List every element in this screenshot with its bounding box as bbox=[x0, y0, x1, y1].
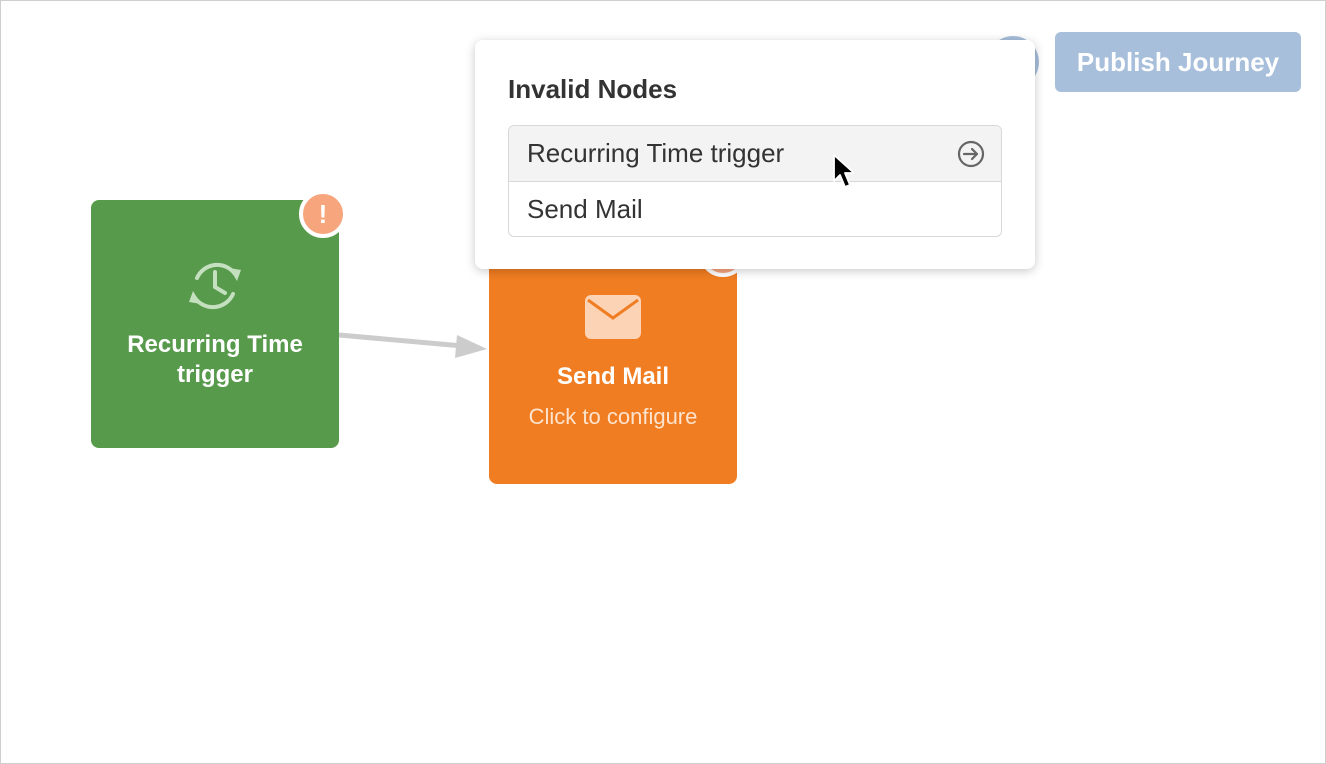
list-item-label: Recurring Time trigger bbox=[527, 138, 785, 168]
publish-journey-button[interactable]: Publish Journey bbox=[1055, 32, 1301, 92]
popover-title: Invalid Nodes bbox=[508, 74, 678, 104]
node-subtitle: Click to configure bbox=[528, 404, 698, 429]
invalid-nodes-list: Recurring Time trigger Send Mail bbox=[508, 125, 1002, 237]
warning-badge[interactable]: ! bbox=[299, 190, 347, 238]
mouse-cursor-icon bbox=[833, 154, 855, 188]
list-item-label: Send Mail bbox=[527, 194, 643, 224]
node-recurring-time-trigger[interactable]: Recurring Time trigger bbox=[91, 200, 339, 448]
invalid-node-item-recurring-time-trigger[interactable]: Recurring Time trigger bbox=[509, 126, 1001, 181]
envelope-icon bbox=[585, 295, 641, 339]
node-send-mail[interactable]: Send Mail Click to configure bbox=[489, 236, 737, 484]
node-title: Send Mail bbox=[556, 363, 670, 390]
invalid-nodes-popover: Invalid Nodes Recurring Time trigger Sen… bbox=[475, 40, 1035, 269]
exclamation-icon: ! bbox=[318, 199, 328, 229]
arrow-circle-right-icon[interactable] bbox=[957, 140, 985, 168]
recurring-clock-icon bbox=[189, 262, 241, 310]
node-title: Recurring Time trigger bbox=[127, 331, 303, 388]
invalid-node-item-send-mail[interactable]: Send Mail bbox=[509, 181, 1001, 236]
